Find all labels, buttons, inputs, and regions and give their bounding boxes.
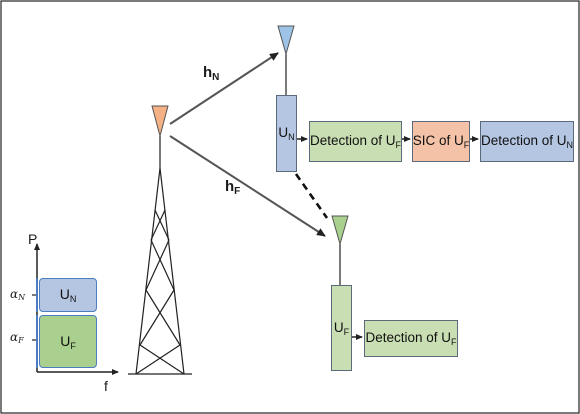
base-station-tower	[128, 152, 192, 375]
power-level-far: UF	[39, 315, 97, 368]
near-detect-far-box: Detection of UF	[309, 121, 402, 162]
far-user-antenna-icon	[331, 215, 349, 246]
power-frequency-axes	[32, 243, 119, 375]
interference-dashed-line	[294, 173, 329, 219]
alpha-near-label: αN	[10, 287, 26, 302]
near-user-box: UN	[276, 95, 297, 172]
alpha-far-label: αF	[10, 330, 24, 345]
link-near-arrow	[169, 52, 279, 125]
far-detect-far-box: Detection of UF	[364, 320, 458, 357]
axis-f-label: f	[104, 378, 108, 394]
near-detect-near-box: Detection of UN	[480, 121, 574, 162]
channel-near-label: hN	[203, 64, 220, 83]
power-level-near: UN	[39, 278, 97, 312]
far-user-box: UF	[331, 285, 352, 371]
near-user-antenna-icon	[277, 25, 295, 56]
base-station-antenna-icon	[151, 105, 169, 138]
sic-box: SIC of UF	[412, 121, 470, 162]
link-far-arrow	[169, 135, 326, 237]
axis-p-label: P	[28, 231, 38, 247]
channel-far-label: hF	[225, 178, 241, 197]
